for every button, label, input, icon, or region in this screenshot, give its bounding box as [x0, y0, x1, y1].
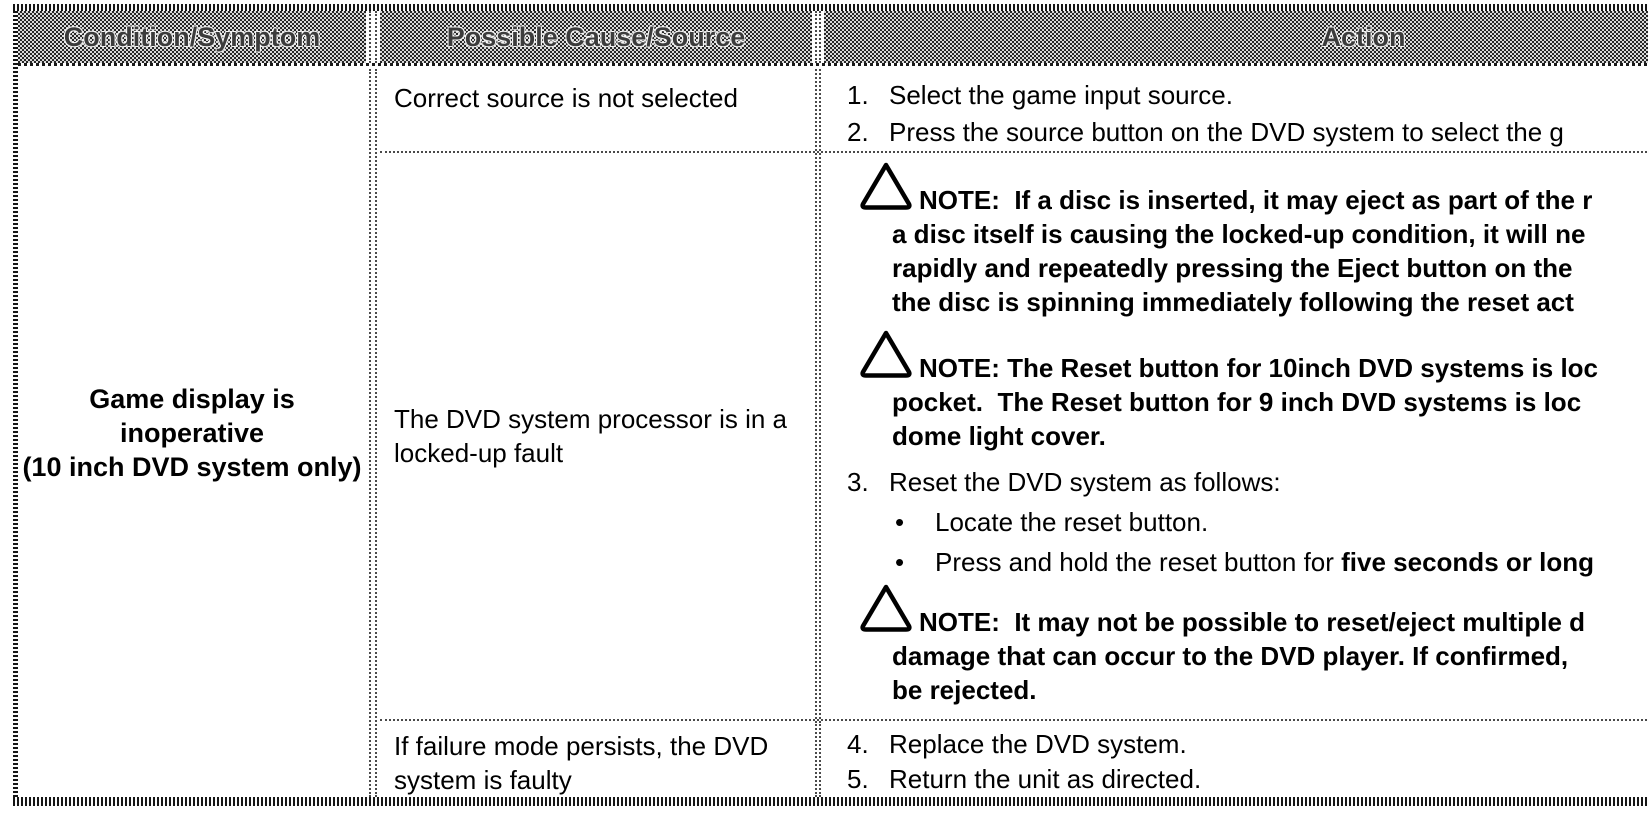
- troubleshooting-table: Condition/Symptom Possible Cause/Source …: [13, 4, 1648, 806]
- note-text: damage that can occur to the DVD player.…: [892, 641, 1569, 671]
- table-left-border: [13, 11, 18, 797]
- note-text: be rejected.: [892, 675, 1037, 705]
- note-callout: NOTE: It may not be possible to reset/ej…: [847, 584, 1648, 707]
- bullet-text-bold: five seconds or long: [1341, 547, 1594, 577]
- cause-text: The DVD system processor is in a locked-…: [394, 404, 788, 468]
- step-text: Select the game input source.: [889, 80, 1233, 110]
- bullet-item: • Locate the reset button.: [895, 505, 1648, 539]
- step-number: 1.: [847, 80, 869, 110]
- bullet-marker: •: [895, 547, 905, 577]
- action-step: 5. Return the unit as directed.: [847, 762, 1648, 797]
- table-row: The DVD system processor is in a locked-…: [380, 151, 1648, 719]
- warning-triangle-icon: [859, 161, 913, 218]
- note-text: dome light cover.: [892, 421, 1106, 451]
- note-text: pocket. The Reset button for 9 inch DVD …: [892, 387, 1582, 417]
- note-text: a disc itself is causing the locked-up c…: [892, 219, 1586, 249]
- column-divider: [366, 11, 380, 63]
- bullet-marker: •: [895, 507, 905, 537]
- condition-line-2: inoperative: [119, 418, 265, 448]
- note-callout: NOTE: If a disc is inserted, it may ejec…: [847, 162, 1648, 319]
- step-number: 3.: [847, 467, 869, 497]
- action-step: 1. Select the game input source.: [847, 77, 1648, 114]
- column-divider: [812, 11, 824, 63]
- bullet-text: Press and hold the reset button for five…: [935, 545, 1594, 579]
- action-cell: NOTE: If a disc is inserted, it may ejec…: [824, 153, 1648, 719]
- note-text: rapidly and repeatedly pressing the Ejec…: [892, 253, 1573, 283]
- action-step: 4. Replace the DVD system.: [847, 727, 1648, 762]
- bullet-text: Locate the reset button.: [935, 507, 1209, 537]
- note-text: the disc is spinning immediately followi…: [892, 287, 1574, 317]
- column-divider: [812, 153, 824, 719]
- table-header-row: Condition/Symptom Possible Cause/Source …: [18, 11, 1648, 63]
- action-step: 3. Reset the DVD system as follows:: [847, 465, 1648, 499]
- table-top-border: [13, 4, 1648, 11]
- note-callout: NOTE: The Reset button for 10inch DVD sy…: [847, 330, 1648, 453]
- column-divider: [812, 69, 824, 151]
- step-text: Return the unit as directed.: [889, 764, 1202, 794]
- note-text: NOTE: If a disc is inserted, it may ejec…: [919, 185, 1593, 215]
- step-number: 2.: [847, 117, 869, 147]
- warning-triangle-icon: [859, 583, 913, 640]
- bullet-text-regular: Press and hold the reset button for: [935, 547, 1342, 577]
- condition-cell: Game display is inoperative (10 inch DVD…: [18, 69, 366, 797]
- header-separator: [18, 63, 1648, 66]
- action-step: 2. Press the source button on the DVD sy…: [847, 114, 1648, 151]
- header-possible-cause-source: Possible Cause/Source: [380, 11, 812, 63]
- condition-line-1: Game display is: [89, 384, 295, 414]
- table-bottom-border: [13, 797, 1648, 806]
- header-action: Action: [824, 11, 1648, 63]
- warning-triangle-icon: [859, 329, 913, 386]
- column-divider: [812, 721, 824, 797]
- table-row: If failure mode persists, the DVD system…: [380, 719, 1648, 797]
- step-number: 5.: [847, 764, 869, 794]
- condition-line-3: (10 inch DVD system only): [22, 452, 362, 482]
- bullet-item: • Press and hold the reset button for fi…: [895, 545, 1648, 579]
- note-text: NOTE: It may not be possible to reset/ej…: [919, 607, 1586, 637]
- step-text: Reset the DVD system as follows:: [889, 467, 1281, 497]
- header-condition-symptom: Condition/Symptom: [18, 11, 366, 63]
- action-cell: 4. Replace the DVD system. 5. Return the…: [824, 721, 1648, 797]
- cause-cell: The DVD system processor is in a locked-…: [380, 153, 812, 719]
- table-row: Correct source is not selected 1. Select…: [380, 69, 1648, 151]
- column-divider: [366, 69, 380, 797]
- note-text: NOTE: The Reset button for 10inch DVD sy…: [919, 353, 1599, 383]
- action-cell: 1. Select the game input source. 2. Pres…: [824, 69, 1648, 151]
- cause-cell: Correct source is not selected: [394, 83, 738, 113]
- cause-cell: If failure mode persists, the DVD system…: [394, 731, 769, 795]
- step-text: Press the source button on the DVD syste…: [889, 117, 1564, 147]
- step-text: Replace the DVD system.: [889, 729, 1187, 759]
- step-number: 4.: [847, 729, 869, 759]
